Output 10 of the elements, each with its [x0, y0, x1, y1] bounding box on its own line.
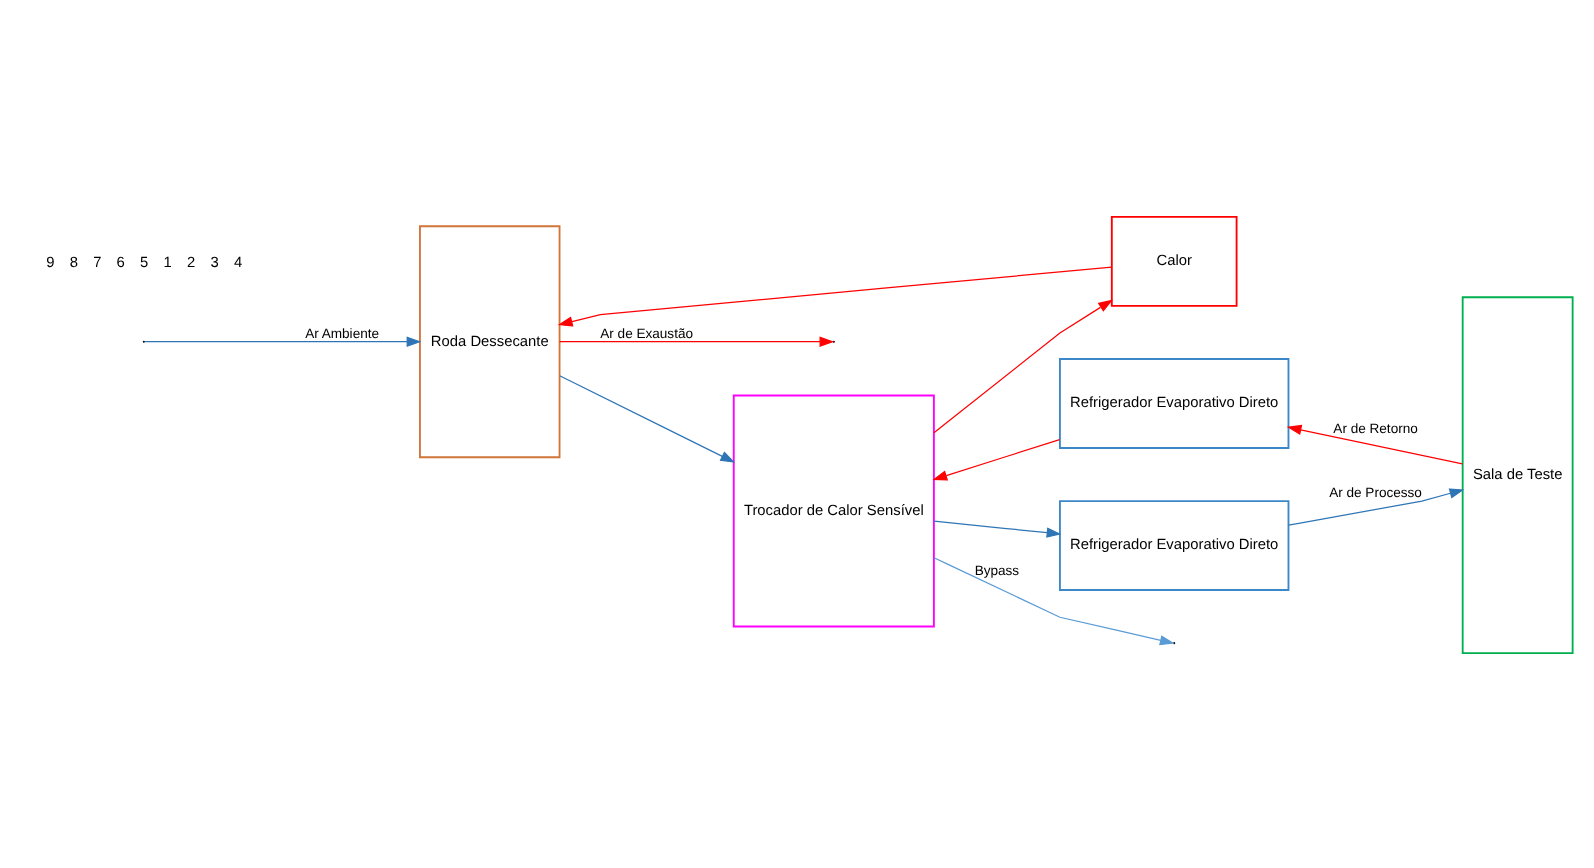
arrow	[556, 265, 1112, 326]
arrow	[931, 437, 1060, 480]
arrow	[1285, 423, 1462, 464]
arrow	[932, 519, 1061, 537]
arrow	[143, 335, 421, 346]
arrow	[558, 335, 834, 346]
arrow	[932, 556, 1174, 645]
arrow	[1286, 487, 1464, 525]
arrow	[932, 298, 1113, 433]
arrow	[558, 374, 735, 462]
